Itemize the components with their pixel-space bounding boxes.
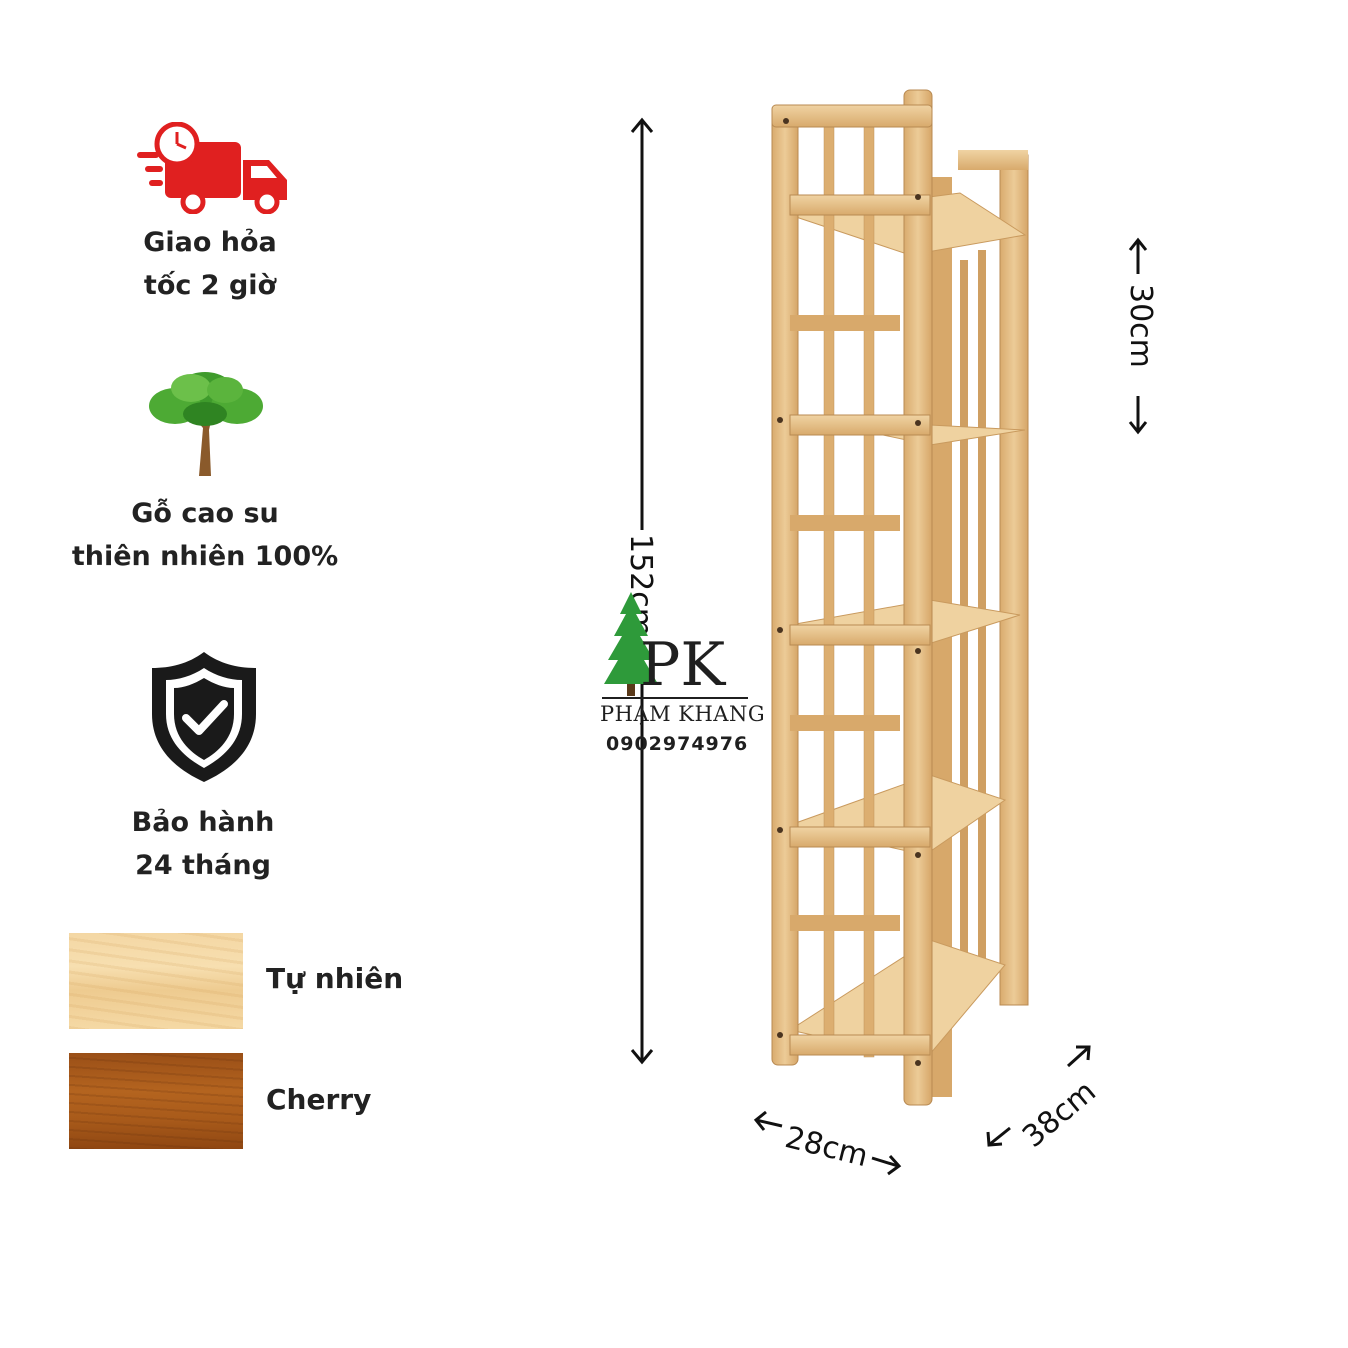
color-swatch-natural[interactable] — [69, 933, 243, 1029]
feature-warranty-label: Bảo hành 24 tháng — [100, 801, 306, 887]
color-label-cherry: Cherry — [266, 1083, 372, 1116]
brand-initials: PK — [640, 630, 726, 700]
feature-delivery-line2: tốc 2 giờ — [143, 270, 277, 301]
delivery-truck-icon — [137, 122, 287, 214]
feature-delivery-line1: Giao hỏa — [143, 227, 277, 258]
depth-dimension-arrow — [986, 1045, 1091, 1147]
feature-wood-line2: thiên nhiên 100% — [71, 541, 339, 572]
feature-wood-label: Gỗ cao su thiên nhiên 100% — [60, 492, 350, 578]
pine-tree-logo-icon — [604, 592, 658, 696]
shelf-spacing-label: 30cm — [1123, 284, 1158, 368]
color-label-natural: Tự nhiên — [266, 962, 404, 995]
brand-phone: 0902974976 — [606, 733, 749, 755]
feature-warranty-line1: Bảo hành — [131, 807, 275, 838]
brand-name: PHẠM KHANG — [600, 702, 766, 726]
tree-icon — [149, 372, 263, 476]
brand-underline — [602, 697, 748, 699]
color-swatch-cherry[interactable] — [69, 1053, 243, 1149]
width-dimension-arrow — [753, 1110, 902, 1176]
feature-wood-line1: Gỗ cao su — [131, 498, 279, 529]
feature-warranty-line2: 24 tháng — [135, 850, 271, 881]
shelf-spacing-arrow — [1128, 237, 1148, 435]
product-bookshelf-image — [771, 89, 1029, 1106]
shield-check-icon — [152, 652, 256, 782]
feature-delivery-label: Giao hỏa tốc 2 giờ — [110, 221, 310, 307]
